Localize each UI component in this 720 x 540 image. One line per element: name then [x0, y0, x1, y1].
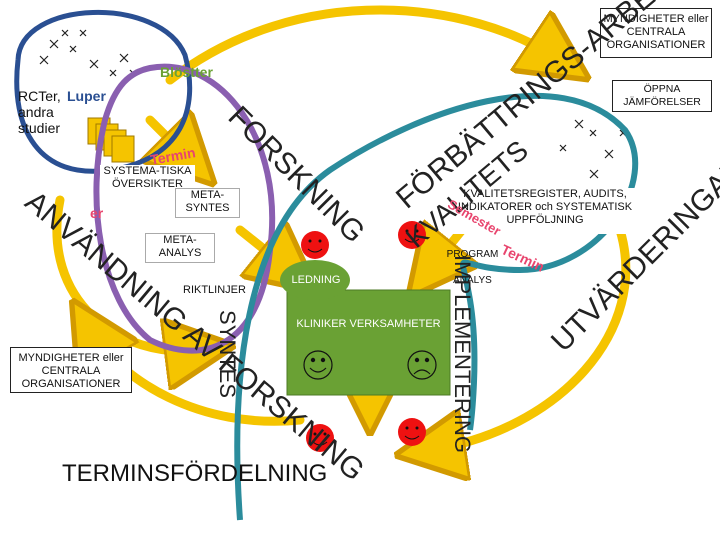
management-label: LEDNING — [291, 274, 341, 286]
clinics-label: KLINIKER VERKSAMHETER — [296, 318, 441, 330]
smiley-happy — [303, 350, 333, 380]
arrow-right-arc — [430, 225, 631, 450]
pink-fragment-4: er — [90, 205, 104, 221]
quality-registries-box: KVALITETSREGISTER, AUDITS, INDIKATORER o… — [450, 188, 640, 234]
guidelines-box: RIKTLINJER — [183, 282, 246, 300]
red-face — [398, 221, 426, 249]
management-ellipse — [280, 260, 350, 300]
people-icons-right — [559, 119, 627, 179]
rct-label-line2: andra — [18, 104, 54, 120]
arrow-top-arc — [165, 5, 560, 85]
arrow-center-left — [235, 230, 290, 270]
people-icons-topleft — [39, 29, 137, 77]
clinics-box — [286, 289, 451, 396]
top-pink-label: Blöstter — [160, 64, 213, 80]
term-label: TERMINSFÖRDELNING — [62, 460, 328, 487]
top-right-org-box: MYNDIGHETER eller CENTRALA ORGANISATIONE… — [600, 8, 712, 58]
meta-analysis-box: META-ANALYS — [145, 233, 215, 263]
rct-label-line3: studier — [18, 120, 61, 136]
red-face — [301, 231, 329, 259]
red-faces — [301, 221, 426, 452]
red-face — [398, 418, 426, 446]
arc-syntes: SYNTES — [215, 310, 240, 399]
document-stack-icon — [87, 117, 135, 163]
open-comparisons-box: ÖPPNA JÄMFÖRELSER — [612, 80, 712, 112]
program-label: PROGRAM — [446, 249, 499, 260]
arc-implementering: IMPLEMENTERING — [450, 255, 475, 454]
meta-synthesis-box: META-SYNTES — [175, 188, 240, 218]
teal-loop — [234, 92, 639, 521]
smiley-sad — [407, 350, 437, 380]
highlight-word: Luper — [67, 88, 106, 104]
red-face — [306, 424, 334, 452]
analysis-label: ANALYS — [453, 275, 492, 286]
purple-loop — [93, 63, 276, 354]
bottom-left-org-box: MYNDIGHETER eller CENTRALA ORGANISATIONE… — [10, 347, 132, 393]
blue-loop — [14, 9, 193, 174]
rct-label-line1: RCTer, — [18, 88, 61, 104]
